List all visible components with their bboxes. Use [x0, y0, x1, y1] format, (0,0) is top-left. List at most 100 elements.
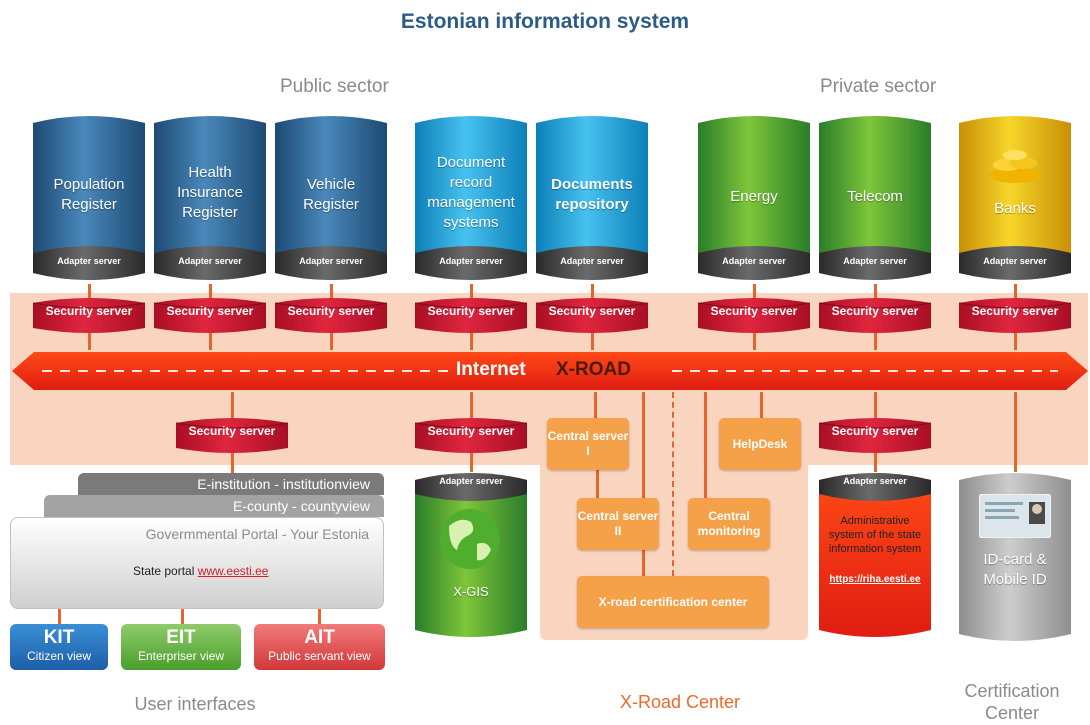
security-server-label: Security server: [710, 304, 798, 318]
public-sector-label: Public sector: [280, 76, 389, 97]
connector-line: [469, 450, 473, 472]
central-monitoring-box[interactable]: Central monitoring: [688, 498, 770, 550]
documents-repository-db[interactable]: Documents repository Adapter server: [536, 115, 648, 290]
cylinder-icon: [175, 418, 289, 453]
connector-line: [469, 392, 473, 418]
xroad-certification-center-box[interactable]: X-road certification center: [577, 576, 769, 628]
adapter-server-label: Adapter server: [560, 256, 624, 266]
page-title: Estonian information system: [400, 10, 690, 33]
adapter-server-label: Adapter server: [178, 256, 242, 266]
banks-db[interactable]: Banks Adapter server: [959, 115, 1071, 290]
cylinder-icon: [414, 298, 528, 333]
db-label: Documents repository: [551, 176, 633, 213]
connector-line: [873, 450, 877, 472]
telecom-db[interactable]: Telecom Adapter server: [819, 115, 931, 290]
ait-label: Public servant view: [268, 649, 371, 663]
adapter-server-label: Adapter server: [843, 256, 907, 266]
central-server-1-box[interactable]: Central server I: [547, 418, 629, 470]
security-server-label: Security server: [427, 424, 515, 438]
security-server-label: Security server: [427, 304, 515, 318]
db-label: Energy: [730, 188, 778, 205]
admin-system-text: Administrative system of the state infor…: [828, 515, 922, 555]
security-server-label: Security server: [188, 424, 276, 438]
connector-line: [57, 609, 61, 624]
internet-label: Internet: [456, 359, 526, 380]
vehicle-register-db[interactable]: Vehicle Register Adapter server: [275, 115, 387, 290]
globe-icon: [440, 509, 500, 569]
connector-line: [759, 392, 763, 418]
security-server[interactable]: Security server: [958, 296, 1072, 336]
security-server-label: Security server: [548, 304, 636, 318]
eit-code: EIT: [166, 627, 196, 648]
cylinder-icon: [415, 116, 527, 280]
population-register-db[interactable]: Population Register Adapter server: [33, 115, 145, 290]
security-server[interactable]: Security server: [818, 416, 932, 456]
db-label: Banks: [994, 200, 1036, 217]
security-server[interactable]: Security server: [414, 296, 528, 336]
security-server[interactable]: Security server: [818, 296, 932, 336]
db-label: Vehicle Register: [303, 176, 359, 213]
state-portal-prefix: State portal: [133, 564, 195, 578]
db-label: Document record management systems: [427, 154, 515, 231]
helpdesk-box[interactable]: HelpDesk: [719, 418, 801, 470]
e-county-bar[interactable]: E-county - countyview: [44, 495, 384, 517]
state-portal-label: State portal www.eesti.ee: [133, 564, 268, 578]
connector-line: [230, 450, 234, 473]
security-server[interactable]: Security server: [32, 296, 146, 336]
governmental-portal[interactable]: Govermmental Portal - Your Estonia State…: [10, 517, 384, 609]
cylinder-icon: [818, 298, 932, 333]
cylinder-icon: [33, 116, 145, 280]
connector-line: [873, 392, 877, 418]
ait-code: AIT: [304, 627, 335, 648]
adapter-server-label: Adapter server: [299, 256, 363, 266]
dashed-connector-line: [672, 392, 674, 576]
cylinder-icon: [275, 116, 387, 280]
db-label: ID-card & Mobile ID: [983, 551, 1047, 588]
cylinder-icon: [819, 116, 931, 280]
connector-line: [641, 392, 645, 576]
connector-line: [1013, 392, 1017, 472]
state-portal-link[interactable]: www.eesti.ee: [197, 564, 269, 578]
cylinder-icon: [32, 298, 146, 333]
security-server[interactable]: Security server: [535, 296, 649, 336]
central-server-2-box[interactable]: Central server II: [577, 498, 659, 550]
e-institution-bar[interactable]: E-institution - institutionview: [78, 473, 384, 495]
id-card-icon: [979, 494, 1051, 538]
riha-link[interactable]: https://riha.eesti.ee: [829, 574, 921, 585]
xroad-arrow: [12, 352, 1088, 390]
ait-public-servant-view-button[interactable]: AIT Public servant view: [254, 624, 385, 670]
document-record-systems-db[interactable]: Document record management systems Adapt…: [415, 115, 527, 290]
security-server-label: Security server: [831, 304, 919, 318]
security-server-label: Security server: [166, 304, 254, 318]
adapter-server-label: Adapter server: [439, 256, 503, 266]
x-gis-db[interactable]: Adapter server X-GIS: [415, 470, 527, 645]
administrative-system-db[interactable]: Adapter server Administrative system of …: [819, 470, 931, 645]
private-sector-label: Private sector: [820, 76, 937, 97]
cylinder-icon: [536, 116, 648, 280]
kit-label: Citizen view: [26, 649, 92, 663]
adapter-server-label: Adapter server: [722, 256, 786, 266]
cylinder-icon: [959, 116, 1071, 280]
xroad-center-label: X-Road Center: [619, 692, 741, 712]
security-server[interactable]: Security server: [697, 296, 811, 336]
db-label: Health Insurance Register: [177, 164, 243, 221]
security-server[interactable]: Security server: [153, 296, 267, 336]
adapter-server-label: Adapter server: [439, 476, 503, 486]
kit-code: KIT: [43, 627, 75, 648]
cylinder-icon: [958, 298, 1072, 333]
id-card-db[interactable]: ID-card & Mobile ID: [959, 470, 1071, 650]
energy-db[interactable]: Energy Adapter server: [698, 115, 810, 290]
security-server[interactable]: Security server: [414, 416, 528, 456]
connector-line: [593, 392, 597, 418]
adapter-server-label: Adapter server: [983, 256, 1047, 266]
cylinder-icon: [154, 116, 266, 280]
coins-icon: [989, 150, 1041, 183]
health-insurance-register-db[interactable]: Health Insurance Register Adapter server: [154, 115, 266, 290]
security-server[interactable]: Security server: [274, 296, 388, 336]
xroad-label: X-ROAD: [556, 359, 631, 380]
eit-enterpriser-view-button[interactable]: EIT Enterpriser view: [121, 624, 241, 670]
certification-center-label: Certification Center: [964, 681, 1060, 723]
security-server[interactable]: Security server: [175, 416, 289, 456]
kit-citizen-view-button[interactable]: KIT Citizen view: [10, 624, 108, 670]
db-label: X-GIS: [453, 584, 489, 599]
